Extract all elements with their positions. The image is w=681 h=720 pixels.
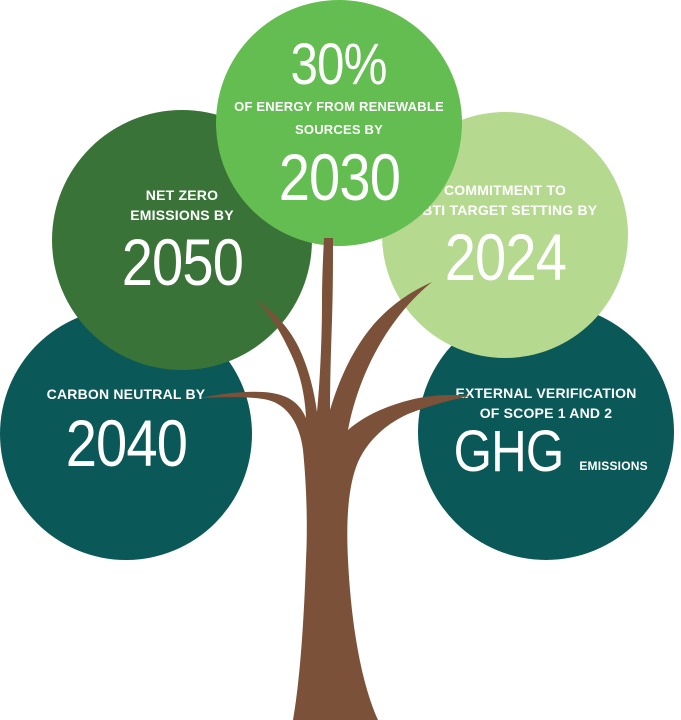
sbti-label-line1: COMMITMENT TO [443, 181, 567, 198]
net-zero-year: 2050 [121, 225, 243, 300]
tree-trunk [200, 238, 470, 720]
ghg-label-line1: EXTERNAL VERIFICATION [455, 384, 637, 401]
renewable-label-line2: SOURCES BY [295, 122, 383, 137]
carbon-neutral-label: CARBON NEUTRAL BY [46, 385, 206, 402]
ghg-row: GHG EMISSIONS [444, 423, 648, 481]
net-zero-label-line1: NET ZERO [145, 186, 219, 203]
renewable-percent: 30% [290, 32, 388, 98]
carbon-neutral-year: 2040 [65, 406, 187, 481]
renewable-label-line1: OF ENERGY FROM RENEWABLE [234, 99, 444, 115]
sbti-year: 2024 [444, 220, 566, 295]
ghg-suffix: EMISSIONS [579, 458, 648, 473]
ghg-big-text: GHG [453, 419, 565, 485]
net-zero-label-line2: EMISSIONS BY [130, 207, 234, 223]
circle-renewable-2030: 30% OF ENERGY FROM RENEWABLE SOURCES BY … [216, 0, 462, 246]
sbti-label-line2: SBTI TARGET SETTING BY [412, 202, 598, 218]
renewable-year: 2030 [278, 139, 400, 214]
ghg-label-line2: OF SCOPE 1 AND 2 [479, 405, 613, 421]
